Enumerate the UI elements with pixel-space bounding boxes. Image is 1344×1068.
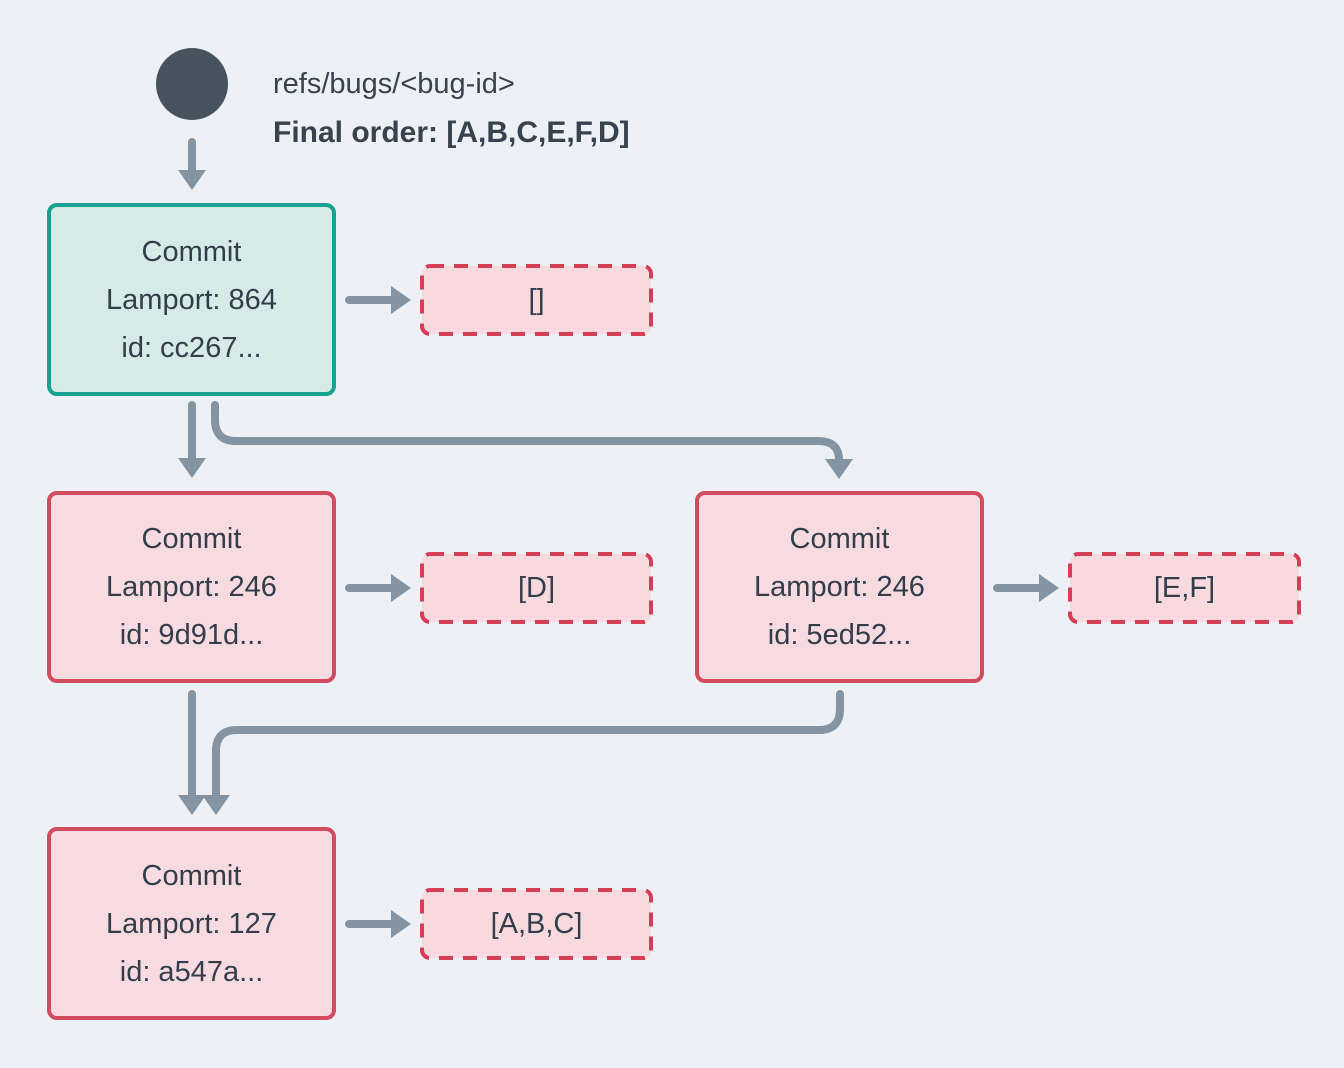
commit-node-left: Commit Lamport: 246 id: 9d91d... (47, 491, 336, 683)
lamport-label: Lamport: 127 (106, 907, 277, 940)
edge-right-to-merge (212, 690, 844, 799)
commit-id-label: id: 5ed52... (767, 619, 912, 651)
ops-rect-right (1068, 552, 1301, 624)
commit-id-label: id: a547a... (119, 955, 264, 988)
arrowhead-left-to-ops (391, 574, 411, 602)
ops-rect-head (420, 264, 653, 336)
ops-list-head: [] (528, 283, 545, 316)
commit-title: Commit (789, 523, 890, 555)
arrowhead-right-to-ops (1039, 574, 1059, 602)
commit-node-merge: Commit Lamport: 127 id: a547a... (47, 827, 336, 1020)
final-order-label: Final order: [A,B,C,E,F,D] (273, 116, 630, 149)
commit-title: Commit (141, 235, 242, 268)
commit-id-label: id: cc267... (121, 331, 262, 364)
ops-rect-merge (420, 888, 653, 960)
arrowhead-head-to-right (825, 459, 853, 479)
edge-head-to-right (211, 401, 843, 464)
lamport-label: Lamport: 864 (106, 283, 277, 316)
ref-head-circle (156, 48, 228, 120)
arrowhead-ref-to-head (178, 170, 206, 190)
commit-node-right: Commit Lamport: 246 id: 5ed52... (695, 491, 984, 683)
arrowhead-head-to-left (178, 458, 206, 478)
arrowhead-right-to-merge (202, 795, 230, 815)
lamport-label: Lamport: 246 (106, 571, 277, 603)
commit-id-label: id: 9d91d... (119, 619, 264, 651)
commit-node-head: Commit Lamport: 864 id: cc267... (47, 203, 336, 396)
ops-list-right: [E,F] (1153, 571, 1216, 604)
arrowhead-left-to-merge (178, 795, 206, 815)
commit-title: Commit (141, 523, 242, 555)
commit-title: Commit (141, 859, 242, 892)
ops-list-left: [D] (517, 571, 556, 604)
ops-list-merge: [A,B,C] (490, 907, 583, 940)
arrowhead-head-to-ops (391, 286, 411, 314)
arrowhead-merge-to-ops (391, 910, 411, 938)
ref-name-label: refs/bugs/<bug-id> (273, 68, 515, 100)
lamport-label: Lamport: 246 (754, 571, 925, 603)
ops-rect-left (420, 552, 653, 624)
